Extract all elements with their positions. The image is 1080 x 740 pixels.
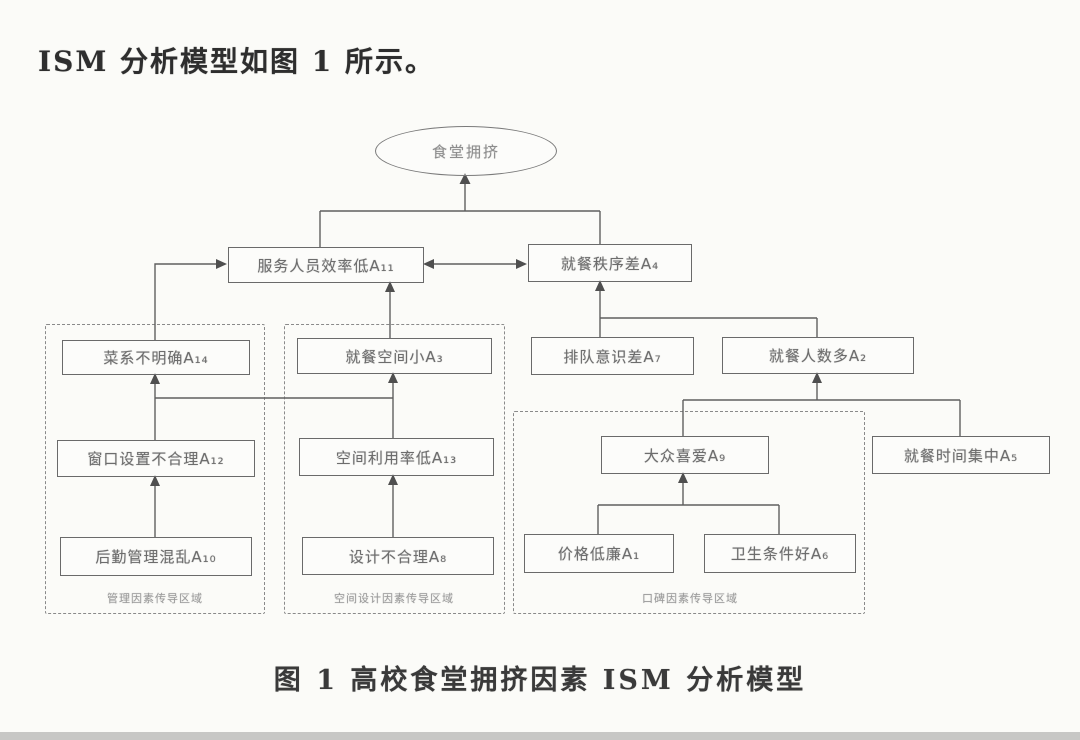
body-text-line: ISM 分析模型如图 1 所示。 xyxy=(38,45,436,78)
node-a12-window-setup-unreasonable: 窗口设置不合理A₁₂ xyxy=(57,440,255,477)
node-a5-dining-time-concentrated: 就餐时间集中A₅ xyxy=(872,436,1050,474)
node-a8-design-unreasonable: 设计不合理A₈ xyxy=(302,537,494,575)
figure-caption: 图 1 高校食堂拥挤因素 ISM 分析模型 xyxy=(273,665,807,696)
node-a4-dining-order-poor: 就餐秩序差A₄ xyxy=(528,244,692,282)
node-a3-dining-space-small: 就餐空间小A₃ xyxy=(297,338,492,374)
node-a7-queue-awareness-poor: 排队意识差A₇ xyxy=(531,337,694,375)
node-a6-hygiene-good: 卫生条件好A₆ xyxy=(704,534,856,573)
region-label-space-design: 空间设计因素传导区域 xyxy=(334,592,454,605)
node-canteen-crowding: 食堂拥挤 xyxy=(375,126,557,176)
region-label-reputation: 口碑因素传导区域 xyxy=(642,592,738,605)
scan-edge-shadow xyxy=(0,732,1080,740)
node-a10-logistics-management-chaotic: 后勤管理混乱A₁₀ xyxy=(60,537,252,576)
node-a2-many-diners: 就餐人数多A₂ xyxy=(722,337,914,374)
node-a11-service-efficiency-low: 服务人员效率低A₁₁ xyxy=(228,247,424,283)
node-a1-price-low: 价格低廉A₁ xyxy=(524,534,674,573)
region-label-management: 管理因素传导区域 xyxy=(107,592,203,605)
node-a14-cuisine-unclear: 菜系不明确A₁₄ xyxy=(62,340,250,375)
node-a13-space-utilization-low: 空间利用率低A₁₃ xyxy=(299,438,494,476)
region-space-design-factors xyxy=(284,324,505,614)
node-a9-popular: 大众喜爱A₉ xyxy=(601,436,769,474)
